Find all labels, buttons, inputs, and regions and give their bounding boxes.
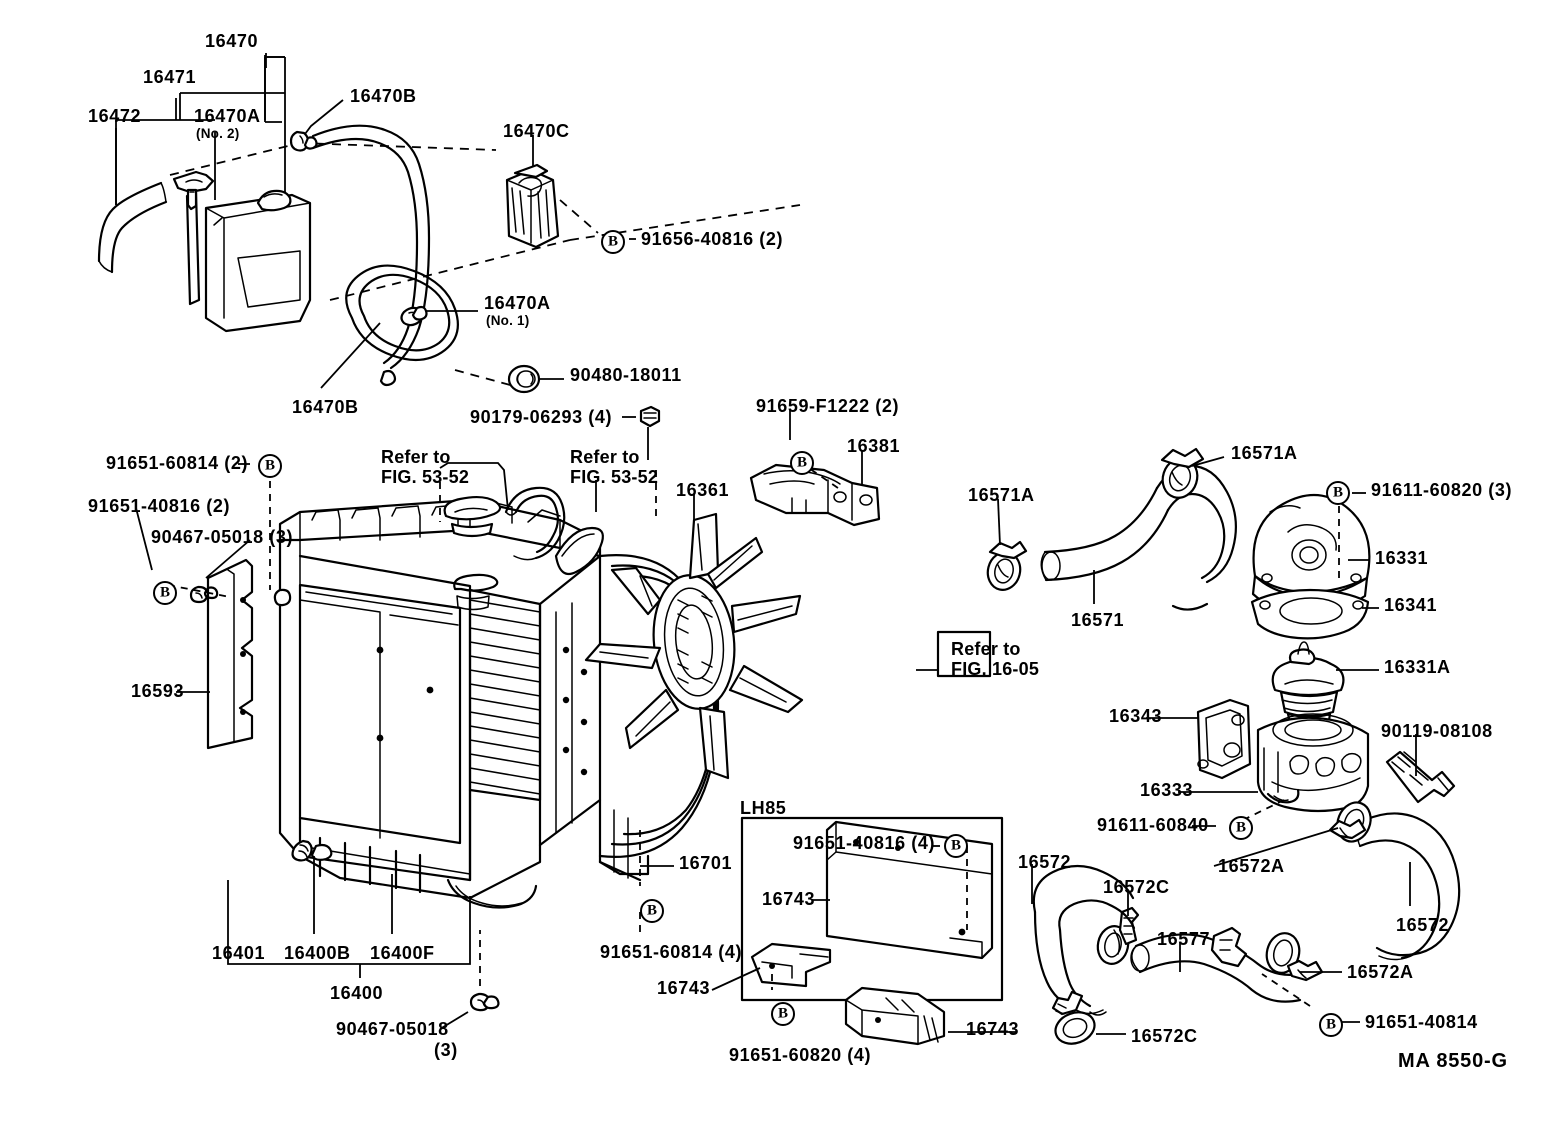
lower-radiator-hose-16572-left bbox=[1032, 864, 1136, 1016]
part-label-16571a-left: 16571A bbox=[968, 485, 1035, 505]
nut-90179 bbox=[639, 405, 661, 428]
part-label-91651-40816-2: 91651-40816 (2) bbox=[88, 496, 231, 516]
part-label-91611-60820: 91611-60820 (3) bbox=[1371, 480, 1513, 500]
water-inlet-gasket-16343 bbox=[1196, 698, 1252, 780]
part-label-16572c-upper: 16572C bbox=[1103, 877, 1170, 897]
bolt-marker-91659-f1222: B bbox=[790, 451, 814, 475]
lh85-group-box bbox=[740, 816, 1004, 1002]
part-label-16743-b: 16743 bbox=[657, 978, 711, 998]
reservoir-hose-lower-loop bbox=[345, 264, 459, 387]
bypass-clamp-16572A-lower bbox=[1265, 932, 1324, 982]
lower-hose-clamp-16572C-bottom bbox=[1051, 990, 1096, 1045]
part-label-16470a-no2-sub: (No. 2) bbox=[196, 126, 240, 141]
part-label-16470c: 16470C bbox=[503, 121, 570, 141]
reservoir-hose-upper bbox=[289, 124, 431, 370]
bolt-marker-91651-40816-4: B bbox=[944, 834, 968, 858]
bolt-marker-91651-60820-4: B bbox=[771, 1002, 795, 1026]
fan-bracket-16381 bbox=[749, 463, 881, 527]
part-label-16331a: 16331A bbox=[1384, 657, 1451, 677]
part-label-91659-f1222: 91659-F1222 (2) bbox=[756, 396, 900, 416]
air-deflector-16593 bbox=[206, 558, 254, 750]
upper-hose-clamp-left-16571A bbox=[986, 540, 1028, 591]
part-label-16400b: 16400B bbox=[284, 943, 351, 963]
lower-hose-clamp-upper-16572A bbox=[1328, 801, 1372, 843]
part-label-16577: 16577 bbox=[1157, 929, 1211, 949]
part-label-16571a-right: 16571A bbox=[1231, 443, 1298, 463]
part-label-90119-08108: 90119-08108 bbox=[1381, 721, 1493, 741]
part-label-91651-40816-4: 91651-40816 (4) bbox=[793, 833, 936, 853]
reference-fig-53-52-b: Refer to FIG. 53-52 bbox=[570, 447, 659, 488]
bolt-marker-91651-60814-4: B bbox=[640, 899, 664, 923]
part-label-90467-05018-qty: (3) bbox=[434, 1040, 458, 1060]
part-label-16470a-no1-sub: (No. 1) bbox=[486, 313, 530, 328]
bolt-marker-91611-60840: B bbox=[1229, 816, 1253, 840]
part-label-16743-c: 16743 bbox=[966, 1019, 1020, 1039]
water-outlet-gasket-16341 bbox=[1250, 588, 1370, 640]
part-label-16400: 16400 bbox=[330, 983, 384, 1003]
part-label-16470a-no1: 16470A bbox=[484, 293, 551, 313]
part-label-16470: 16470 bbox=[205, 31, 259, 51]
part-label-16401: 16401 bbox=[212, 943, 266, 963]
part-label-90480-18011: 90480-18011 bbox=[570, 365, 682, 385]
part-label-16572-left: 16572 bbox=[1018, 852, 1072, 872]
water-inlet-housing-16333 bbox=[1256, 713, 1370, 813]
part-label-16743-a: 16743 bbox=[762, 889, 816, 909]
radiator-seal-16743-small bbox=[844, 986, 946, 1046]
part-label-16593: 16593 bbox=[131, 681, 185, 701]
part-label-16571: 16571 bbox=[1071, 610, 1125, 630]
part-label-16572a-upper: 16572A bbox=[1218, 856, 1285, 876]
part-label-16400f: 16400F bbox=[370, 943, 435, 963]
bolt-marker-91656-40816: B bbox=[601, 230, 625, 254]
grommet-90480 bbox=[507, 364, 541, 394]
bolt-marker-91651-40814: B bbox=[1319, 1013, 1343, 1037]
part-label-16343: 16343 bbox=[1109, 706, 1163, 726]
part-label-16470b-bottom: 16470B bbox=[292, 397, 359, 417]
bypass-bracket bbox=[1210, 926, 1248, 968]
bolt-marker-91611-60820: B bbox=[1326, 481, 1350, 505]
reservoir-tank bbox=[97, 170, 312, 333]
part-label-91656-40816: 91656-40816 (2) bbox=[641, 229, 784, 249]
leader-lines-reservoir bbox=[115, 53, 801, 460]
part-label-16361: 16361 bbox=[676, 480, 730, 500]
part-label-16472: 16472 bbox=[88, 106, 142, 126]
part-label-16470b-top: 16470B bbox=[350, 86, 417, 106]
part-label-16572c-lower: 16572C bbox=[1131, 1026, 1198, 1046]
part-label-16341: 16341 bbox=[1384, 595, 1438, 615]
part-label-16572a-lower: 16572A bbox=[1347, 962, 1414, 982]
part-label-91651-60820-4: 91651-60820 (4) bbox=[729, 1045, 872, 1065]
part-label-91651-60814-4: 91651-60814 (4) bbox=[600, 942, 743, 962]
part-label-91651-40814: 91651-40814 bbox=[1365, 1012, 1478, 1032]
reservoir-bracket-16470c bbox=[505, 163, 560, 249]
part-label-91611-60840: 91611-60840 bbox=[1097, 815, 1209, 835]
part-label-90467-05018-top: 90467-05018 (3) bbox=[151, 527, 294, 547]
upper-radiator-hose-16571 bbox=[1040, 464, 1238, 611]
radiator-seal-16743-mid bbox=[750, 942, 832, 988]
part-label-16381: 16381 bbox=[847, 436, 901, 456]
stud-bolt-90119 bbox=[1385, 750, 1456, 804]
cooling-fan-16361 bbox=[584, 512, 804, 780]
bolt-marker-91651-40816-2: B bbox=[153, 581, 177, 605]
reference-fig-53-52-a: Refer to FIG. 53-52 bbox=[381, 447, 470, 488]
part-label-90179-06293: 90179-06293 (4) bbox=[470, 407, 613, 427]
reference-fig-16-05: Refer to FIG. 16-05 bbox=[951, 639, 1040, 680]
part-label-16471: 16471 bbox=[143, 67, 197, 87]
bypass-clamp-16572C-upper bbox=[1096, 906, 1140, 965]
part-label-16333: 16333 bbox=[1140, 780, 1194, 800]
sheet-id: MA 8550-G bbox=[1398, 1050, 1508, 1072]
bolt-marker-91651-60814-2: B bbox=[258, 454, 282, 478]
part-label-16701: 16701 bbox=[679, 853, 733, 873]
part-label-16572-right: 16572 bbox=[1396, 915, 1450, 935]
group-box-label-lh85: LH85 bbox=[740, 798, 787, 818]
part-label-16331: 16331 bbox=[1375, 548, 1429, 568]
leader-lines-main bbox=[135, 410, 1417, 1035]
part-label-91651-60814-2: 91651-60814 (2) bbox=[106, 453, 249, 473]
part-label-90467-05018-bottom: 90467-05018 bbox=[336, 1019, 449, 1039]
part-label-16470a-no2: 16470A bbox=[194, 106, 261, 126]
upper-hose-clamp-right-16571A bbox=[1160, 447, 1205, 499]
lower-radiator-hose-16572-right bbox=[1357, 812, 1461, 961]
